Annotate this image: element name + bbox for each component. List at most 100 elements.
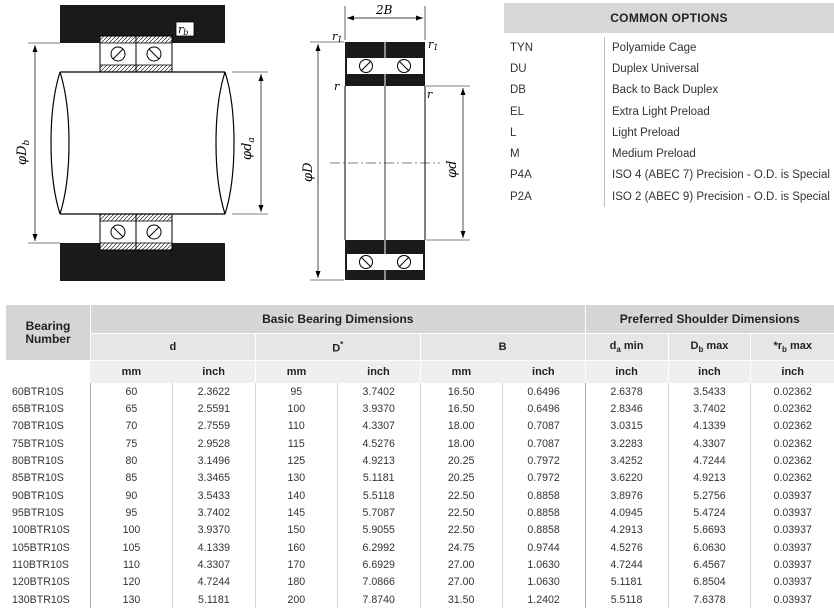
table-cell: 170 xyxy=(254,556,338,574)
table-cell: 0.03937 xyxy=(750,504,834,522)
table-cell: 24.75 xyxy=(419,539,503,557)
option-code: L xyxy=(510,126,517,139)
bearing-number-cell: 110BTR10S xyxy=(12,559,69,572)
unit-header: inch xyxy=(337,360,421,383)
table-cell: 16.50 xyxy=(419,383,503,401)
col-d-header: d xyxy=(90,333,256,361)
table-cell: 65 xyxy=(89,400,173,418)
label-r-right: r xyxy=(427,88,433,101)
table-cell: 0.03937 xyxy=(750,521,834,540)
label-d: φd xyxy=(445,161,460,178)
table-cell: 4.7244 xyxy=(171,573,256,592)
table-cell: 0.9744 xyxy=(501,539,586,557)
table-cell: 22.50 xyxy=(419,487,503,505)
table-cell: 0.02362 xyxy=(750,383,834,401)
table-cell: 0.03937 xyxy=(750,573,834,592)
table-cell: 3.9370 xyxy=(171,521,256,540)
table-cell: 90 xyxy=(89,487,173,505)
table-cell: 5.6693 xyxy=(667,521,751,540)
table-cell: 2.3622 xyxy=(171,383,256,401)
table-cell: 6.2992 xyxy=(336,539,421,557)
table-cell: 5.4724 xyxy=(667,504,751,522)
option-description: ISO 4 (ABEC 7) Precision - O.D. is Speci… xyxy=(604,164,834,187)
bearing-pair-top-left xyxy=(99,35,173,73)
table-cell: 6.4567 xyxy=(667,556,751,574)
table-cell: 75 xyxy=(89,435,173,453)
table-cell: 60 xyxy=(89,383,173,401)
table-cell: 0.6496 xyxy=(501,383,586,401)
table-cell: 120 xyxy=(89,573,173,592)
col-B-header: B xyxy=(419,333,586,361)
table-cell: 1.2402 xyxy=(501,591,586,609)
table-cell: 6.0630 xyxy=(667,539,751,557)
table-cell: 160 xyxy=(254,539,338,557)
table-cell: 5.1181 xyxy=(171,591,256,609)
option-code: DU xyxy=(510,62,527,75)
bearing-number-cell: 60BTR10S xyxy=(12,385,64,398)
bearing-number-cell: 100BTR10S xyxy=(12,524,70,537)
table-cell: 0.03937 xyxy=(750,556,834,574)
table-cell: 0.7972 xyxy=(501,469,586,488)
bearing-number-cell: 65BTR10S xyxy=(12,403,64,416)
table-cell: 150 xyxy=(254,521,338,540)
label-rb: rb xyxy=(178,23,188,37)
option-code: DB xyxy=(510,84,526,97)
unit-header: inch xyxy=(584,360,668,383)
table-cell: 0.02362 xyxy=(750,417,834,436)
table-cell: 7.8740 xyxy=(336,591,421,609)
table-cell: 180 xyxy=(254,573,338,592)
table-cell: 3.1496 xyxy=(171,452,256,470)
table-cell: 3.7402 xyxy=(667,400,751,418)
table-cell: 0.6496 xyxy=(501,400,586,418)
bearing-number-cell: 70BTR10S xyxy=(12,420,64,433)
option-description: ISO 2 (ABEC 9) Precision - O.D. is Speci… xyxy=(604,186,834,208)
table-cell: 100 xyxy=(254,400,338,418)
table-cell: 110 xyxy=(254,417,338,436)
bearing-number-cell: 85BTR10S xyxy=(12,472,64,485)
table-cell: 3.4252 xyxy=(584,452,668,470)
option-description: Extra Light Preload xyxy=(604,100,834,123)
unit-header: inch xyxy=(502,360,586,383)
table-cell: 3.2283 xyxy=(584,435,668,453)
bearing-section-top xyxy=(345,42,425,86)
table-cell: 5.2756 xyxy=(667,487,751,505)
table-cell: 140 xyxy=(254,487,338,505)
table-cell: 3.0315 xyxy=(584,417,668,436)
label-r-left: r xyxy=(334,80,340,93)
table-cell: 4.1339 xyxy=(171,539,256,557)
table-cell: 6.6929 xyxy=(336,556,421,574)
table-cell: 3.9370 xyxy=(336,400,421,418)
unit-header: inch xyxy=(172,360,256,383)
basic-dimensions-header: Basic Bearing Dimensions xyxy=(90,305,586,334)
table-cell: 0.02362 xyxy=(750,435,834,453)
table-cell: 20.25 xyxy=(419,452,503,470)
options-title: COMMON OPTIONS xyxy=(504,3,834,33)
unit-header: inch xyxy=(667,360,751,383)
label-D: φD xyxy=(301,162,316,182)
table-cell: 1.0630 xyxy=(501,556,586,574)
bearing-number-cell: 80BTR10S xyxy=(12,455,64,468)
table-cell: 2.5591 xyxy=(171,400,256,418)
option-code: TYN xyxy=(510,41,533,54)
table-cell: 4.9213 xyxy=(336,452,421,470)
bearing-number-cell: 120BTR10S xyxy=(12,576,70,589)
table-cell: 2.6378 xyxy=(584,383,668,401)
table-cell: 18.00 xyxy=(419,417,503,436)
table-cell: 130 xyxy=(254,469,338,488)
table-cell: 105 xyxy=(89,539,173,557)
